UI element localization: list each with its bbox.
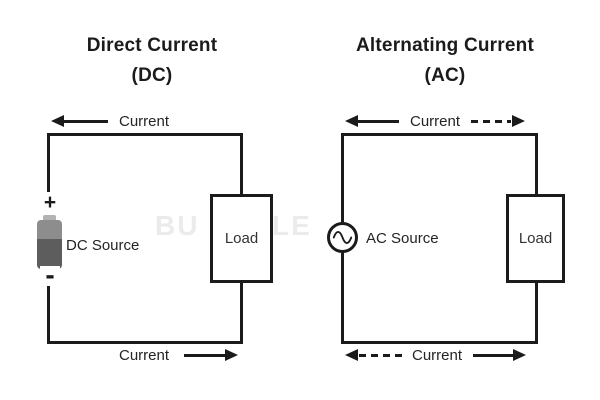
ac-bottom-arrowhead-left-icon: [345, 349, 358, 361]
ac-source-icon: [327, 222, 358, 253]
dc-top-arrow-line: [62, 120, 108, 123]
ac-top-current-label: Current: [409, 113, 461, 130]
watermark-fragment-right: LE: [272, 210, 312, 241]
battery-icon: [37, 220, 62, 269]
battery-top-cell: [37, 220, 62, 239]
ac-title: Alternating Current (AC): [320, 31, 570, 91]
dc-load-label: Load: [224, 230, 259, 247]
dc-load-box: Load: [210, 194, 273, 283]
ac-load-box: Load: [506, 194, 565, 283]
ac-load-label: Load: [518, 230, 553, 247]
dc-top-current-label: Current: [118, 113, 170, 130]
ac-title-line2: (AC): [424, 65, 466, 86]
ac-bottom-arrow-line-dashed: [359, 354, 404, 357]
dc-source-label: DC Source: [66, 237, 140, 254]
dc-left-wire-lower: [47, 286, 50, 344]
sine-wave-icon: [332, 231, 353, 244]
dc-bottom-wire: [47, 341, 243, 344]
ac-bottom-arrow-line-solid: [473, 354, 513, 357]
ac-top-arrowhead-right-icon: [512, 115, 525, 127]
ac-source-label: AC Source: [366, 230, 439, 247]
ac-title-line1: Alternating Current: [356, 35, 534, 56]
battery-plus-label: +: [39, 192, 61, 213]
dc-bottom-current-label: Current: [118, 347, 170, 364]
dc-title-line2: (DC): [131, 65, 173, 86]
dc-title-line1: Direct Current: [86, 35, 218, 56]
ac-top-wire: [341, 133, 538, 136]
dc-bottom-arrowhead-right-icon: [225, 349, 238, 361]
watermark-fragment-left: BU: [155, 210, 200, 241]
battery-minus-label: -: [40, 261, 60, 289]
dc-title: Direct Current (DC): [40, 31, 264, 91]
dc-top-arrowhead-left-icon: [51, 115, 64, 127]
ac-bottom-arrowhead-right-icon: [513, 349, 526, 361]
ac-bottom-current-label: Current: [411, 347, 463, 364]
ac-bottom-wire: [341, 341, 538, 344]
dc-top-wire: [47, 133, 243, 136]
ac-top-arrow-line-dashed: [471, 120, 511, 123]
battery-bottom-cell: [37, 239, 62, 269]
ac-top-arrowhead-left-icon: [345, 115, 358, 127]
battery-terminal-icon: [43, 215, 56, 221]
ac-top-arrow-line-solid: [356, 120, 399, 123]
dc-left-wire-upper: [47, 133, 50, 192]
dc-bottom-arrow-line: [184, 354, 226, 357]
